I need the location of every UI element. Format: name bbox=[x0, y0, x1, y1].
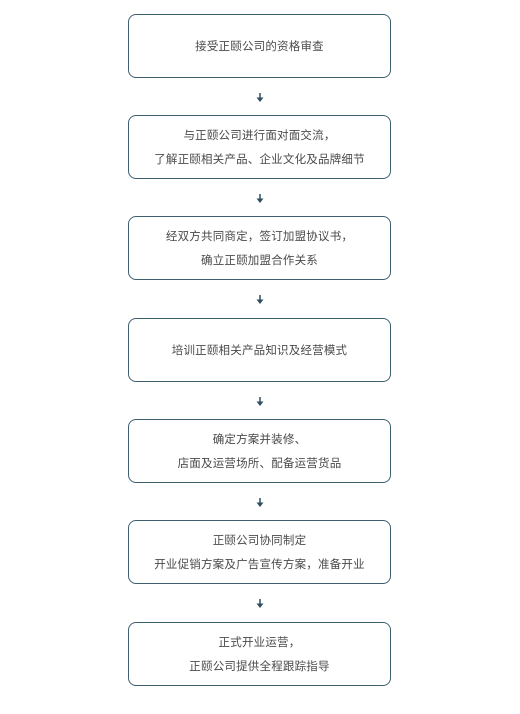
step-2-line-2: 了解正颐相关产品、企业文化及品牌细节 bbox=[154, 152, 365, 166]
step-4-line-1: 培训正颐相关产品知识及经营模式 bbox=[171, 343, 348, 357]
down-arrow-icon bbox=[254, 397, 266, 407]
step-3-line-1: 经双方共同商定，签订加盟协议书， bbox=[165, 229, 354, 243]
down-arrow-icon bbox=[254, 194, 266, 204]
step-6-line-2: 开业促销方案及广告宣传方案，准备开业 bbox=[154, 557, 365, 571]
step-5-line-2: 店面及运营场所、配备运营货品 bbox=[177, 456, 342, 470]
down-arrow-icon bbox=[254, 599, 266, 609]
step-2-line-1: 与正颐公司进行面对面交流， bbox=[183, 128, 336, 142]
step-2-box: 与正颐公司进行面对面交流， 了解正颐相关产品、企业文化及品牌细节 bbox=[128, 115, 391, 179]
step-7-box: 正式开业运营， 正颐公司提供全程跟踪指导 bbox=[128, 622, 391, 686]
step-1-line-1: 接受正颐公司的资格审查 bbox=[195, 39, 324, 53]
down-arrow-icon bbox=[254, 93, 266, 103]
step-5-box: 确定方案并装修、 店面及运营场所、配备运营货品 bbox=[128, 419, 391, 483]
step-7-line-1: 正式开业运营， bbox=[218, 635, 301, 649]
down-arrow-icon bbox=[254, 498, 266, 508]
down-arrow-icon bbox=[254, 295, 266, 305]
step-4-box: 培训正颐相关产品知识及经营模式 bbox=[128, 318, 391, 382]
step-6-line-1: 正颐公司协同制定 bbox=[212, 533, 307, 547]
step-7-line-2: 正颐公司提供全程跟踪指导 bbox=[189, 659, 330, 673]
step-5-line-1: 确定方案并装修、 bbox=[212, 432, 307, 446]
step-6-box: 正颐公司协同制定 开业促销方案及广告宣传方案，准备开业 bbox=[128, 520, 391, 584]
step-3-line-2: 确立正颐加盟合作关系 bbox=[201, 253, 318, 267]
step-1-box: 接受正颐公司的资格审查 bbox=[128, 14, 391, 78]
step-3-box: 经双方共同商定，签订加盟协议书， 确立正颐加盟合作关系 bbox=[128, 216, 391, 280]
